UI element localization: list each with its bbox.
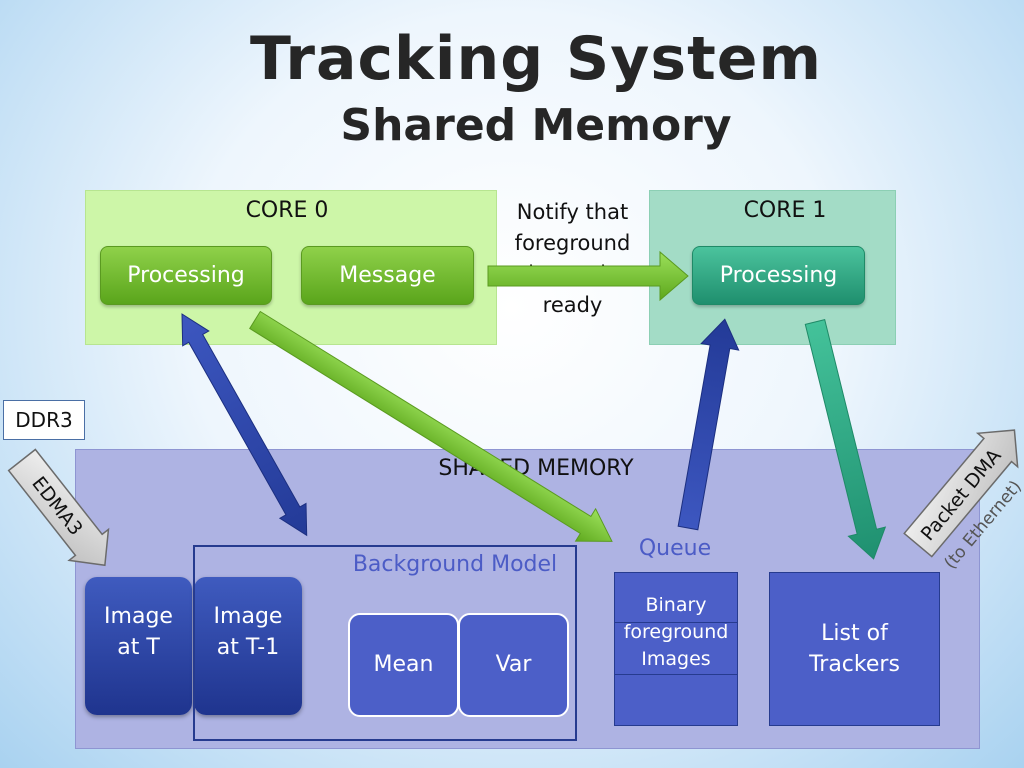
core0-processing-box: Processing [100, 246, 272, 305]
packet-dma-label: Packet DMA [917, 445, 1006, 545]
edma3-arrow: EDMA3 [7, 448, 110, 567]
page-subtitle: Shared Memory [340, 100, 732, 151]
background-model-frame [193, 545, 577, 741]
notify-text: Notify that foreground image is ready [514, 200, 631, 317]
image-at-t1-box: Image at T-1 [194, 577, 302, 715]
background-model-label: Background Model [352, 552, 558, 577]
mean-box: Mean [348, 613, 459, 717]
core1-label: CORE 1 [743, 198, 827, 223]
core0-label: CORE 0 [245, 198, 329, 223]
image-at-t-label: Image at T [104, 604, 173, 660]
queue-divider [614, 674, 738, 675]
core0-message-box: Message [301, 246, 474, 305]
queue-to-core1-arrow [677, 318, 740, 531]
notify-arrow [487, 250, 689, 302]
list-of-trackers-box: List of Trackers [769, 572, 940, 726]
page-title: Tracking System [250, 24, 822, 94]
core1-processing-box: Processing [692, 246, 865, 305]
image-at-t-box: Image at T [85, 577, 192, 715]
queue-label: Queue [638, 536, 712, 561]
processing-image-double-arrow [181, 313, 308, 537]
queue-divider [614, 622, 738, 623]
ddr3-label: DDR3 [3, 400, 85, 440]
list-of-trackers-label: List of Trackers [809, 621, 900, 677]
queue-box [614, 572, 738, 726]
core1-to-trackers-arrow [804, 318, 887, 560]
var-box: Var [458, 613, 569, 717]
image-at-t1-label: Image at T-1 [213, 604, 283, 660]
processing-to-queue-arrow [249, 310, 613, 542]
binary-images-label: Binary foreground Images [623, 594, 729, 670]
